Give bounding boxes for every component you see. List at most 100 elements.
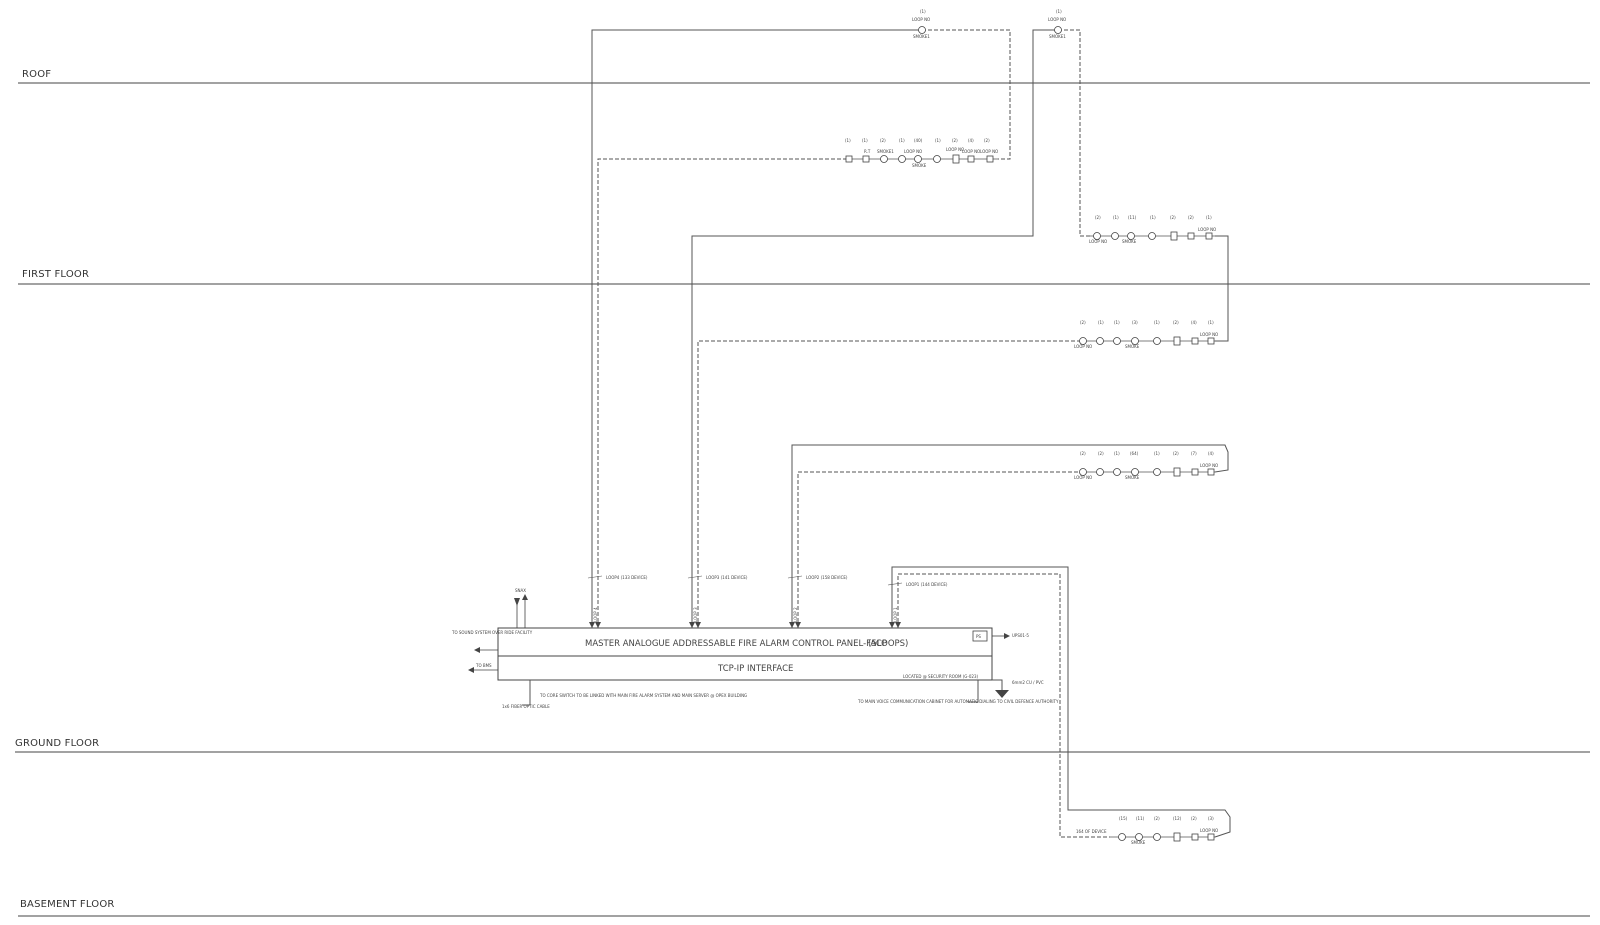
svg-text:(7): (7) <box>1191 451 1197 456</box>
svg-text:SMOKE: SMOKE <box>1131 840 1146 845</box>
device-row-roof: (1) (1) R.T (2) SMOKE1 (1) (40) LOOP NO … <box>845 138 998 168</box>
smoke-detector-icon <box>914 155 922 163</box>
smoke-detector-icon <box>1054 26 1062 34</box>
module-icon <box>1191 468 1199 476</box>
svg-text:SMOKE1: SMOKE1 <box>877 149 894 154</box>
device-callpoint: (2) LOOP NO <box>946 138 964 164</box>
smoke-detector-icon <box>880 155 888 163</box>
earth-icon <box>995 690 1009 698</box>
svg-text:SMOKE: SMOKE <box>1125 475 1140 480</box>
svg-text:SMOKE1: SMOKE1 <box>913 34 930 39</box>
svg-text:LOOP NO: LOOP NO <box>904 149 922 154</box>
svg-text:(40): (40) <box>914 138 923 143</box>
device-smoke-b: (1) <box>898 138 906 163</box>
svg-text:(1): (1) <box>1098 320 1104 325</box>
panel-interface: TCP-IP INTERFACE <box>717 664 793 674</box>
smoke-detector-icon <box>1079 337 1087 345</box>
svg-text:SMOKE: SMOKE <box>912 163 927 168</box>
module-icon <box>1207 833 1215 841</box>
svg-text:(1): (1) <box>1208 320 1214 325</box>
svg-text:(2): (2) <box>952 138 958 143</box>
ps-label: PS <box>976 634 981 639</box>
device-smoke-c: (40) LOOP NO SMOKE <box>904 138 927 168</box>
svg-text:(4): (4) <box>1191 320 1197 325</box>
svg-text:(1): (1) <box>845 138 851 143</box>
to-sound-label: TO SOUND SYSTEM OVER RIDE FACILITY <box>451 630 533 635</box>
fiber-label: 1x6 FIBER OPTIC CABLE <box>502 704 550 709</box>
heat-detector-icon <box>845 155 853 163</box>
sounder-icon <box>1153 468 1161 476</box>
smoke-detector-icon <box>1096 337 1104 345</box>
svg-text:(1): (1) <box>935 138 941 143</box>
floor-label-first: FIRST FLOOR <box>22 269 89 280</box>
loop1-tag: LOOP 1 <box>893 607 898 622</box>
manual-call-point-icon <box>1170 231 1178 241</box>
svg-text:LOOP NO: LOOP NO <box>912 17 930 22</box>
svg-text:LOOP NO: LOOP NO <box>1048 17 1066 22</box>
floor-roof: ROOF <box>18 69 1590 84</box>
device-rt-1: (1) <box>845 138 853 163</box>
smoke-detector-icon <box>1093 232 1101 240</box>
smoke-detector-icon <box>1135 833 1143 841</box>
svg-text:(1): (1) <box>1154 320 1160 325</box>
svg-text:R.T: R.T <box>864 149 871 154</box>
svg-text:(11): (11) <box>1128 215 1137 220</box>
module-icon <box>1207 468 1215 476</box>
device-module-b: (2) LOOP NO <box>980 138 998 163</box>
device-row-basement: 164 OF DEVICE (15) (11)SMOKE (2) (12) (2… <box>1076 816 1218 845</box>
ups-label: UPS01-5 <box>1012 633 1029 638</box>
roof-device-left: (1) LOOP NO SMOKE1 <box>912 9 930 39</box>
loop2-wiring <box>791 444 1229 628</box>
svg-text:LOOP NO: LOOP NO <box>1074 344 1092 349</box>
smoke-detector-icon <box>1131 337 1139 345</box>
snax-label: SNAX <box>515 588 526 593</box>
loop3-tag: LOOP 3 <box>693 607 698 622</box>
svg-text:(2): (2) <box>984 138 990 143</box>
device-module-a: (4) LOOP NO <box>962 138 980 163</box>
loop3-label: LOOP3 (141 DEVICE) LOOP 3 <box>687 575 748 622</box>
svg-text:(2): (2) <box>1188 215 1194 220</box>
device-rt-2: (1) R.T <box>862 138 871 163</box>
loop1-label-text: LOOP1 (144 DEVICE) <box>906 582 948 587</box>
svg-text:SMOKE: SMOKE <box>1125 344 1140 349</box>
loop4-label: LOOP4 (133 DEVICE) LOOP 4 <box>587 575 648 622</box>
svg-text:(2): (2) <box>1095 215 1101 220</box>
floor-first: FIRST FLOOR <box>18 269 1590 285</box>
floor-label-basement: BASEMENT FLOOR <box>20 899 115 910</box>
loop1-label: LOOP1 (144 DEVICE) LOOP 1 <box>887 582 948 622</box>
device-sounder: (1) <box>933 138 941 163</box>
heat-detector-icon <box>862 155 870 163</box>
svg-text:(4): (4) <box>1208 451 1214 456</box>
loop2-tag: LOOP 2 <box>793 607 798 622</box>
loop4-label-text: LOOP4 (133 DEVICE) <box>606 575 648 580</box>
svg-text:(2): (2) <box>1191 816 1197 821</box>
svg-text:LOOP NO: LOOP NO <box>1074 475 1092 480</box>
svg-text:(2): (2) <box>1098 451 1104 456</box>
sounder-icon <box>1153 337 1161 345</box>
svg-text:(1): (1) <box>1150 215 1156 220</box>
module-icon <box>967 155 975 163</box>
svg-text:LOOP NO: LOOP NO <box>1200 332 1218 337</box>
floor-basement: BASEMENT FLOOR <box>18 899 1590 917</box>
to-core-label: TO CORE SWITCH TO BE LINKED WITH MAIN FI… <box>539 693 747 698</box>
sounder-icon <box>1148 232 1156 240</box>
svg-text:(3): (3) <box>1132 320 1138 325</box>
svg-text:(1): (1) <box>862 138 868 143</box>
svg-text:LOOP NO: LOOP NO <box>1200 463 1218 468</box>
svg-text:LOOP NO: LOOP NO <box>1198 227 1216 232</box>
module-icon <box>1207 337 1215 345</box>
to-bms-label: TO BMS <box>475 663 492 668</box>
svg-text:(2): (2) <box>1173 451 1179 456</box>
floor-ground: GROUND FLOOR <box>15 738 1590 753</box>
svg-text:(1): (1) <box>1114 320 1120 325</box>
smoke-detector-icon <box>1131 468 1139 476</box>
smoke-detector-icon <box>1113 337 1121 345</box>
svg-text:SMOKE: SMOKE <box>1122 239 1137 244</box>
svg-text:(2): (2) <box>1154 816 1160 821</box>
svg-text:(2): (2) <box>1080 451 1086 456</box>
svg-text:(3): (3) <box>1208 816 1214 821</box>
svg-text:(1): (1) <box>899 138 905 143</box>
manual-call-point-icon <box>952 154 960 164</box>
roof-device-right: (1) LOOP NO SMOKE1 <box>1048 9 1066 39</box>
svg-text:(2): (2) <box>880 138 886 143</box>
